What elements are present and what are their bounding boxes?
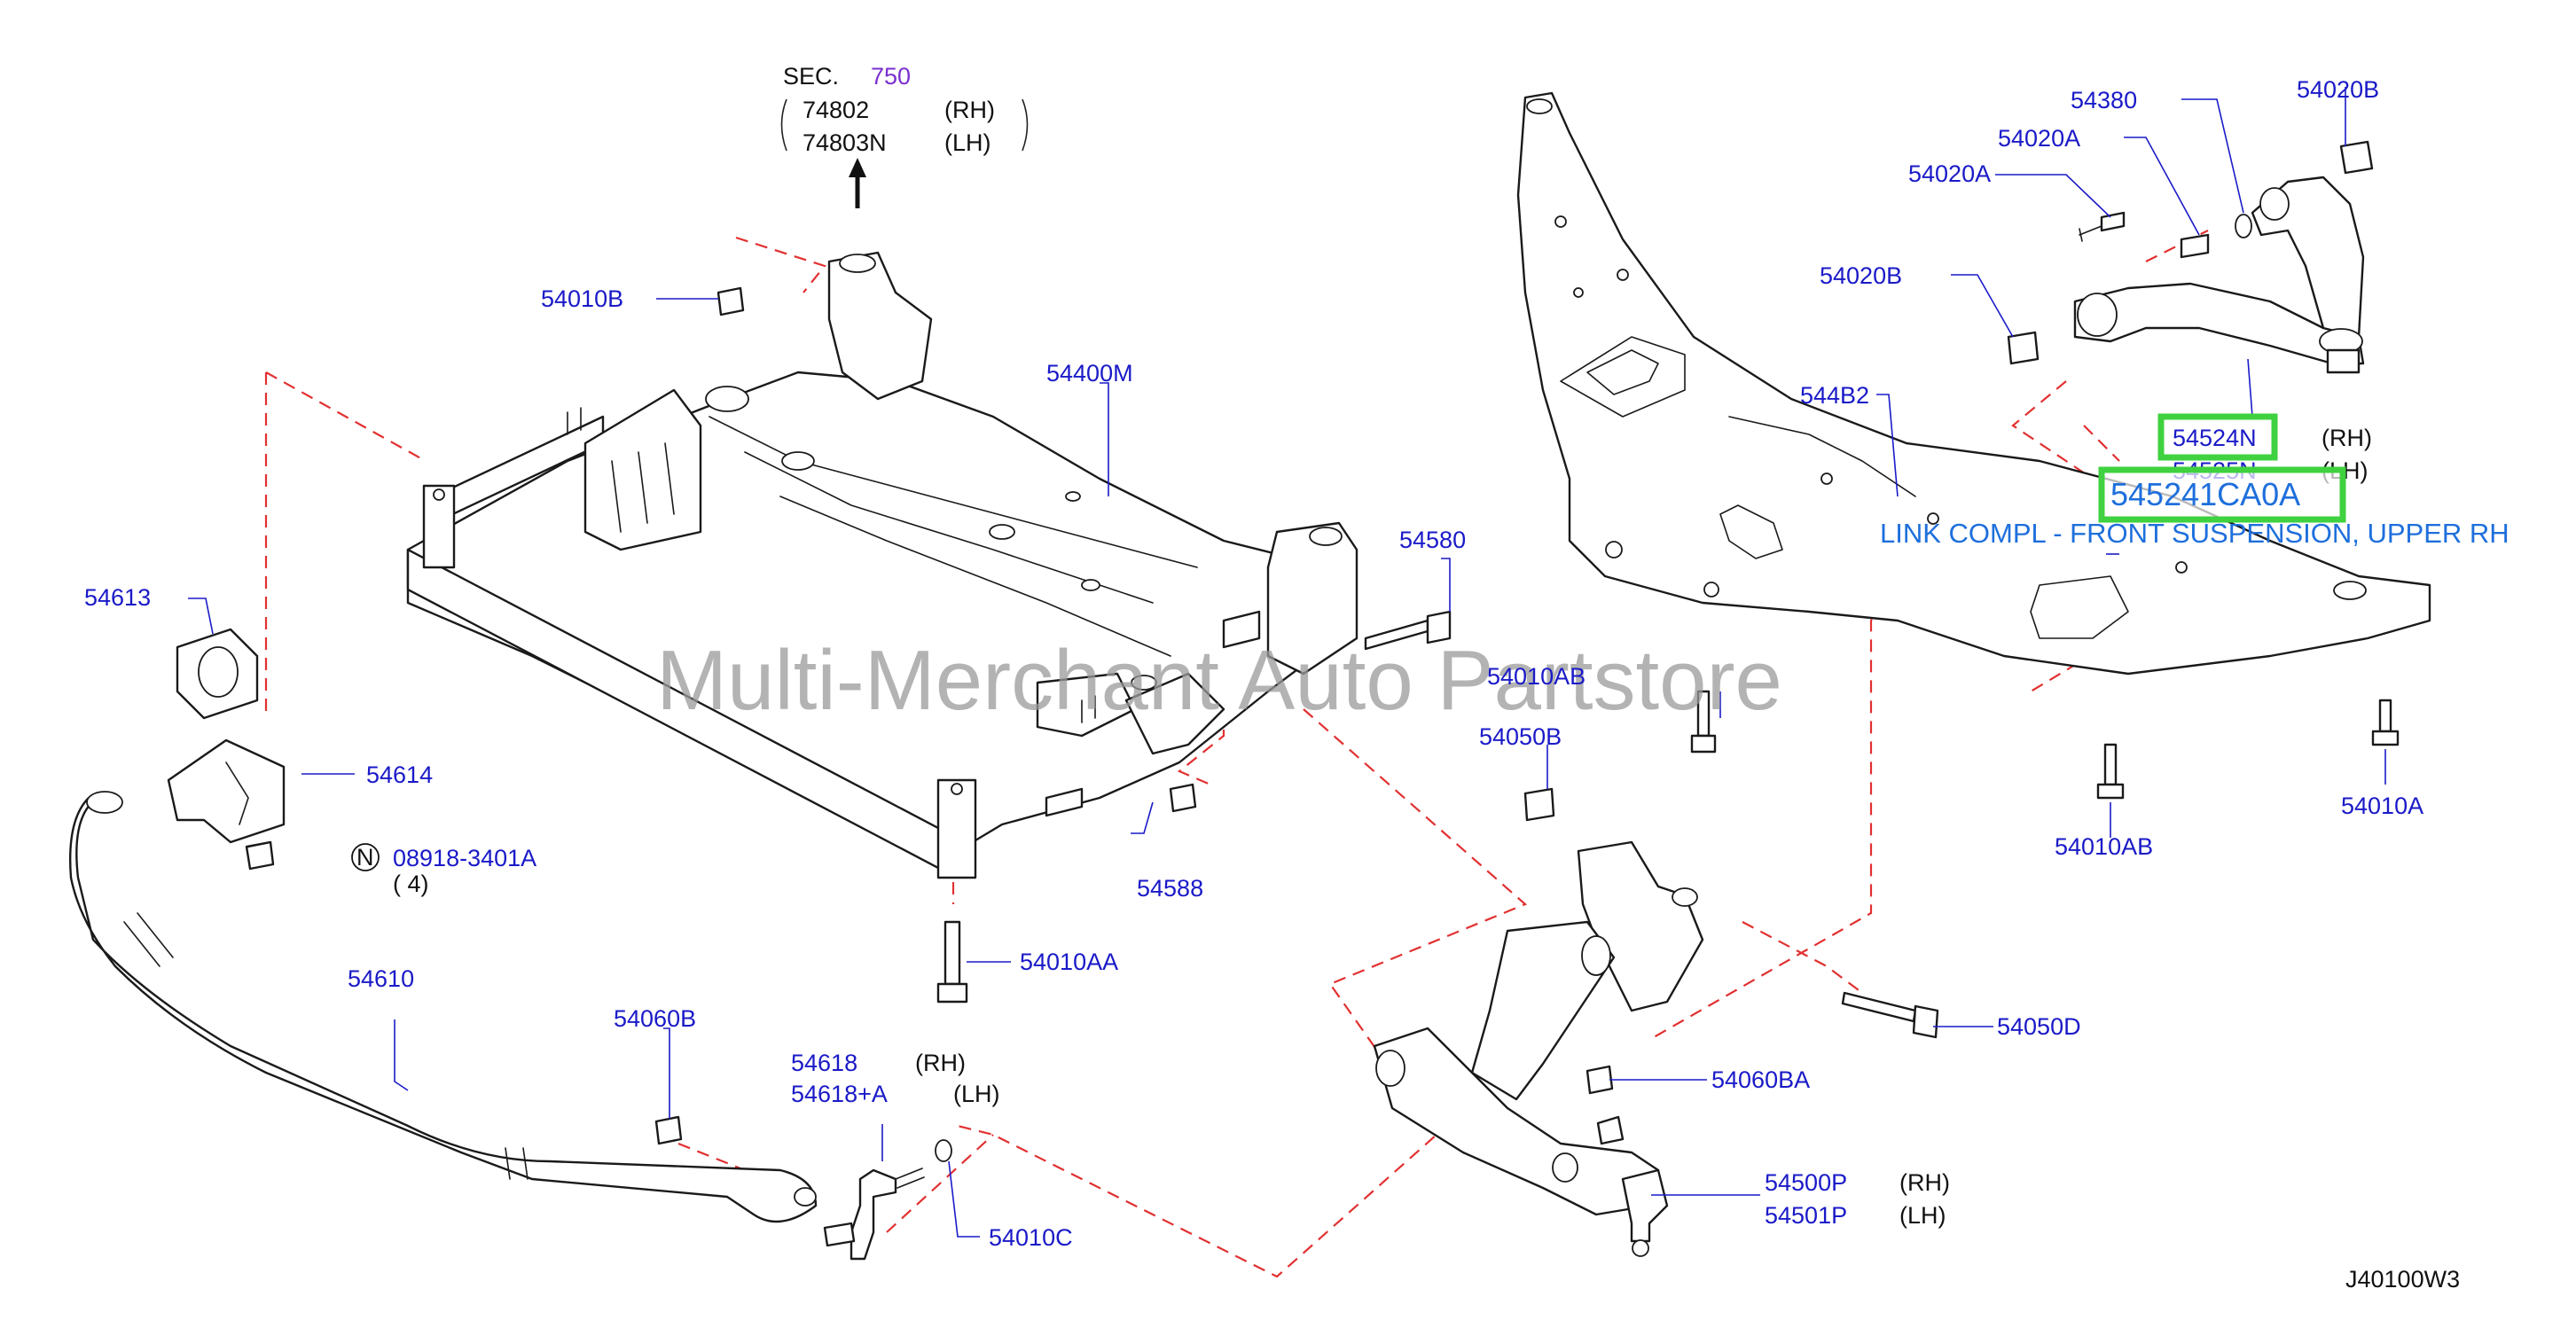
callout-54501P[interactable]: 54501P [1765, 1202, 1847, 1229]
callouts: 54010B 54400M 54580 54613 54614 N 08918-… [84, 76, 2509, 1251]
n-marker-circle [351, 843, 380, 871]
callout-54060BA[interactable]: 54060BA [1711, 1066, 1810, 1093]
section-ref: SEC. 750 74802 (RH) 74803N (LH) [783, 63, 995, 156]
sec-row-1-part: 74802 [803, 97, 869, 123]
callout-54010AA[interactable]: 54010AA [1020, 949, 1118, 975]
callout-54050B[interactable]: 54050B [1479, 723, 1562, 750]
stabilizer-link-54618 [823, 1139, 952, 1261]
callout-54500P[interactable]: 54500P [1765, 1169, 1847, 1196]
callout-54618A-side: (LH) [953, 1081, 1000, 1107]
callout-54010AB-right[interactable]: 54010AB [2055, 833, 2153, 860]
sec-number-link[interactable]: 750 [871, 63, 911, 90]
callout-54020B-top[interactable]: 54020B [2297, 76, 2379, 103]
callout-54614[interactable]: 54614 [366, 762, 433, 788]
callout-54010C[interactable]: 54010C [989, 1224, 1073, 1251]
callout-54020A-2[interactable]: 54020A [1908, 160, 1991, 187]
suspension-member-54400M [406, 251, 1358, 879]
highlight-545241CA0A [2098, 466, 2346, 523]
callout-54500P-side: (RH) [1899, 1169, 1950, 1196]
fasteners [654, 286, 2400, 1145]
callout-54618[interactable]: 54618 [791, 1050, 857, 1076]
callout-54020A-1[interactable]: 54020A [1998, 125, 2080, 152]
callout-54524N-side: (RH) [2322, 425, 2372, 451]
callout-54060B[interactable]: 54060B [614, 1005, 696, 1032]
highlight-54524N [2157, 413, 2278, 461]
callout-545241CA0A[interactable]: 545241CA0A [2110, 476, 2300, 512]
callout-54618A[interactable]: 54618+A [791, 1081, 888, 1107]
bushing-and-clamp [167, 628, 286, 871]
callout-54580[interactable]: 54580 [1399, 527, 1466, 553]
callout-54610[interactable]: 54610 [348, 965, 414, 992]
section-arrow [780, 98, 1029, 208]
callout-54050D[interactable]: 54050D [1997, 1013, 2081, 1040]
watermark: Multi-Merchant Auto Partstore [656, 633, 1782, 728]
washer-line [247, 840, 272, 848]
callout-54380[interactable]: 54380 [2071, 87, 2137, 113]
callout-54010A[interactable]: 54010A [2341, 793, 2423, 819]
callout-54524N[interactable]: 54524N [2173, 425, 2257, 451]
upper-plate-544B2 [1516, 91, 2431, 676]
callout-54010AB-left[interactable]: 54010AB [1487, 663, 1586, 690]
leader-lines [188, 87, 2386, 1238]
sec-row-1-side: (RH) [944, 97, 995, 123]
sec-row-2-side: (LH) [944, 129, 991, 156]
callout-08918-3401A[interactable]: 08918-3401A [393, 845, 536, 871]
callout-54613[interactable]: 54613 [84, 584, 151, 611]
callout-54501P-side: (LH) [1899, 1202, 1946, 1229]
callout-544B2[interactable]: 544B2 [1800, 382, 1869, 409]
callout-08918-qty: ( 4) [393, 871, 429, 897]
callout-54588[interactable]: 54588 [1137, 875, 1203, 902]
dashed-guides [264, 230, 2209, 1278]
n-marker: N [356, 844, 374, 871]
callout-54618-side: (RH) [915, 1050, 966, 1076]
figure-code: J40100W3 [2345, 1266, 2460, 1293]
upper-link-54524N [2007, 140, 2374, 374]
callout-54010B[interactable]: 54010B [541, 285, 623, 312]
link-description: LINK COMPL - FRONT SUSPENSION, UPPER RH [1880, 518, 2509, 549]
stabilizer-bar-54610 [69, 791, 818, 1223]
sec-row-2-part: 74803N [803, 129, 887, 156]
callout-54400M[interactable]: 54400M [1046, 360, 1133, 387]
sec-prefix: SEC. [783, 63, 839, 90]
callout-54020B-mid[interactable]: 54020B [1820, 262, 1902, 289]
lower-arm-54500P [1373, 787, 1704, 1257]
